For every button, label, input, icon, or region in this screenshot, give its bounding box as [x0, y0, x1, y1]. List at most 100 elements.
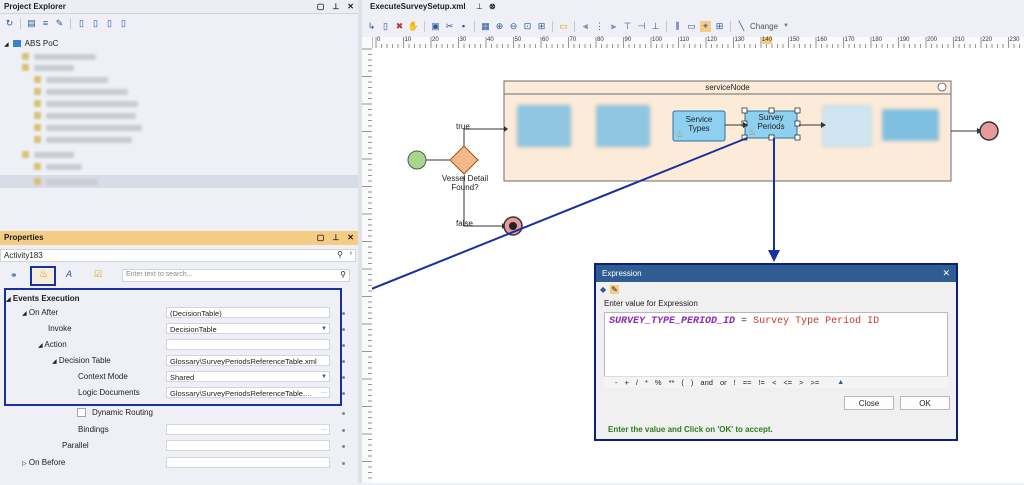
paste-icon[interactable]: ▯ [107, 17, 112, 28]
events-tab[interactable]: ♨ [30, 266, 56, 286]
window-position-icon[interactable]: ▢ [316, 2, 325, 11]
spacing-icon[interactable]: ⫼ [675, 20, 680, 31]
category-events-execution[interactable]: ◢ Events Execution [6, 294, 80, 303]
operator-greater[interactable]: > [799, 378, 804, 387]
align-middle-icon[interactable]: ⊣ [637, 20, 646, 31]
chevron-down-icon[interactable]: ▼ [321, 326, 327, 332]
expression-editor[interactable]: SURVEY_TYPE_PERIOD_ID = Survey Type Peri… [604, 312, 948, 387]
insert-icon[interactable]: ◆ [600, 285, 607, 294]
ellipsis-icon[interactable]: ··· [321, 390, 327, 396]
prop-bindings-value[interactable]: ··· [166, 424, 330, 435]
prop-on-before[interactable]: ▷ On Before [22, 458, 66, 467]
hand-icon[interactable]: ✋ [407, 20, 420, 31]
zoom-fit-icon[interactable]: ⊡ [523, 20, 532, 31]
link-icon[interactable]: ⚭ [10, 270, 18, 280]
end-event[interactable] [979, 121, 999, 141]
close-button[interactable]: Close [844, 396, 894, 410]
change-label[interactable]: Change [750, 21, 779, 31]
zoom-area-icon[interactable]: ⊞ [537, 20, 546, 31]
prop-on-after-value[interactable]: (DecisionTable) [166, 307, 330, 318]
properties-icon[interactable]: ≡ [42, 18, 49, 28]
prop-action[interactable]: ◢ Action [38, 340, 67, 349]
property-search-input[interactable]: Enter text to search... ⚲ [122, 269, 350, 282]
operator-not[interactable]: ! [733, 378, 736, 387]
prop-on-after[interactable]: ◢ On After [22, 308, 59, 317]
operator-not-equals[interactable]: != [758, 378, 765, 387]
chevron-down-icon[interactable]: ▼ [321, 374, 327, 380]
refresh-icon[interactable]: ↻ [5, 17, 14, 28]
font-style-icon[interactable]: A [66, 269, 73, 279]
operator-or[interactable]: or [719, 378, 727, 387]
operator-close-paren[interactable]: ) [690, 378, 694, 387]
service-node-container[interactable] [503, 80, 952, 182]
delete-icon[interactable]: ▯ [121, 17, 126, 28]
line-icon[interactable]: ╲ [738, 20, 745, 31]
tree-root[interactable]: ◢ ABS PoC [4, 39, 59, 48]
prop-logic-documents-value[interactable]: Glossary\SurveyPeriodsReferenceTable....… [166, 387, 330, 398]
align-center-icon[interactable]: ⋮ [595, 20, 604, 31]
align-bottom-icon[interactable]: ⊥ [651, 20, 660, 31]
zoom-out-icon[interactable]: ⊖ [509, 20, 518, 31]
ellipsis-icon[interactable]: ··· [321, 427, 327, 433]
operator-less[interactable]: < [771, 378, 777, 387]
operator-minus[interactable]: - [615, 378, 618, 387]
pin-icon[interactable]: ⊥ [475, 2, 483, 11]
chevron-down-icon[interactable]: ▼ [783, 23, 789, 29]
wand-icon[interactable]: ✎ [610, 285, 619, 294]
delete-icon[interactable]: ✖ [395, 20, 404, 31]
format-icon[interactable]: ✂ [445, 20, 454, 31]
prop-context-mode-value[interactable]: Shared▼ [166, 371, 330, 382]
zoom-in-icon[interactable]: ⊕ [495, 20, 504, 31]
operator-plus[interactable]: + [624, 378, 629, 387]
task-service-types[interactable] [672, 110, 726, 142]
align-left-icon[interactable]: ⫷ [582, 20, 589, 31]
editor-tab[interactable]: ExecuteSurveySetup.xml ⊥ ⊗ [370, 0, 496, 14]
ok-button[interactable]: OK [900, 396, 950, 410]
grid-snap-icon[interactable]: ⌖ [700, 20, 711, 32]
operator-less-equal[interactable]: <= [783, 378, 793, 387]
edit-icon[interactable]: ✎ [55, 17, 64, 28]
save-icon[interactable]: ▪ [461, 21, 466, 31]
same-size-icon[interactable]: ▭ [687, 20, 696, 31]
align-top-icon[interactable]: ⊤ [623, 20, 632, 31]
close-icon[interactable]: ⊗ [489, 2, 496, 11]
cut-icon[interactable]: ▯ [79, 17, 84, 28]
image-icon[interactable]: ▣ [431, 20, 440, 31]
close-icon[interactable]: ✕ [347, 2, 354, 11]
operator-divide[interactable]: / [635, 378, 638, 387]
selection-handles[interactable] [741, 107, 801, 141]
operator-power[interactable]: ** [668, 378, 675, 387]
search-icon[interactable]: ⚲ [337, 250, 343, 259]
chevron-right-icon[interactable]: › [349, 250, 352, 257]
copy-icon[interactable]: ▯ [93, 17, 98, 28]
splitter[interactable] [358, 0, 362, 483]
export-icon[interactable]: ▭ [559, 20, 568, 31]
window-position-icon[interactable]: ▢ [316, 233, 325, 242]
document-icon[interactable]: ▯ [383, 20, 388, 31]
folder-icon[interactable]: ▤ [27, 17, 36, 28]
operator-modulo[interactable]: % [654, 378, 662, 387]
exclusive-gateway[interactable] [449, 145, 479, 175]
grid-icon[interactable]: ⊞ [715, 20, 724, 31]
operator-greater-equal[interactable]: >= [810, 378, 820, 387]
collapse-icon[interactable] [937, 82, 947, 92]
search-icon[interactable]: ⚲ [340, 270, 346, 279]
view-icon[interactable]: ▦ [481, 20, 490, 31]
rules-icon[interactable]: ☑ [94, 269, 103, 279]
operator-multiply[interactable]: * [644, 378, 648, 387]
start-event[interactable] [407, 150, 427, 170]
prop-parallel-value[interactable] [166, 440, 330, 451]
pin-icon[interactable]: ⊥ [332, 233, 340, 242]
prop-decision-table-value[interactable]: Glossary\SurveyPeriodsReferenceTable.xml [166, 355, 330, 366]
operator-and[interactable]: and [700, 378, 713, 387]
close-icon[interactable]: ✕ [942, 268, 950, 278]
pin-icon[interactable]: ⊥ [332, 2, 340, 11]
operator-open-paren[interactable]: ( [681, 378, 684, 387]
dynamic-routing-checkbox[interactable] [77, 408, 86, 417]
prop-action-value[interactable] [166, 339, 330, 350]
prop-on-before-value[interactable] [166, 457, 330, 468]
prop-decision-table[interactable]: ◢ Decision Table [52, 356, 111, 365]
chevron-up-icon[interactable]: ▲ [837, 379, 845, 386]
object-selector[interactable]: Activity183 ⚲ › [0, 249, 356, 262]
align-right-icon[interactable]: ⫸ [610, 20, 617, 31]
